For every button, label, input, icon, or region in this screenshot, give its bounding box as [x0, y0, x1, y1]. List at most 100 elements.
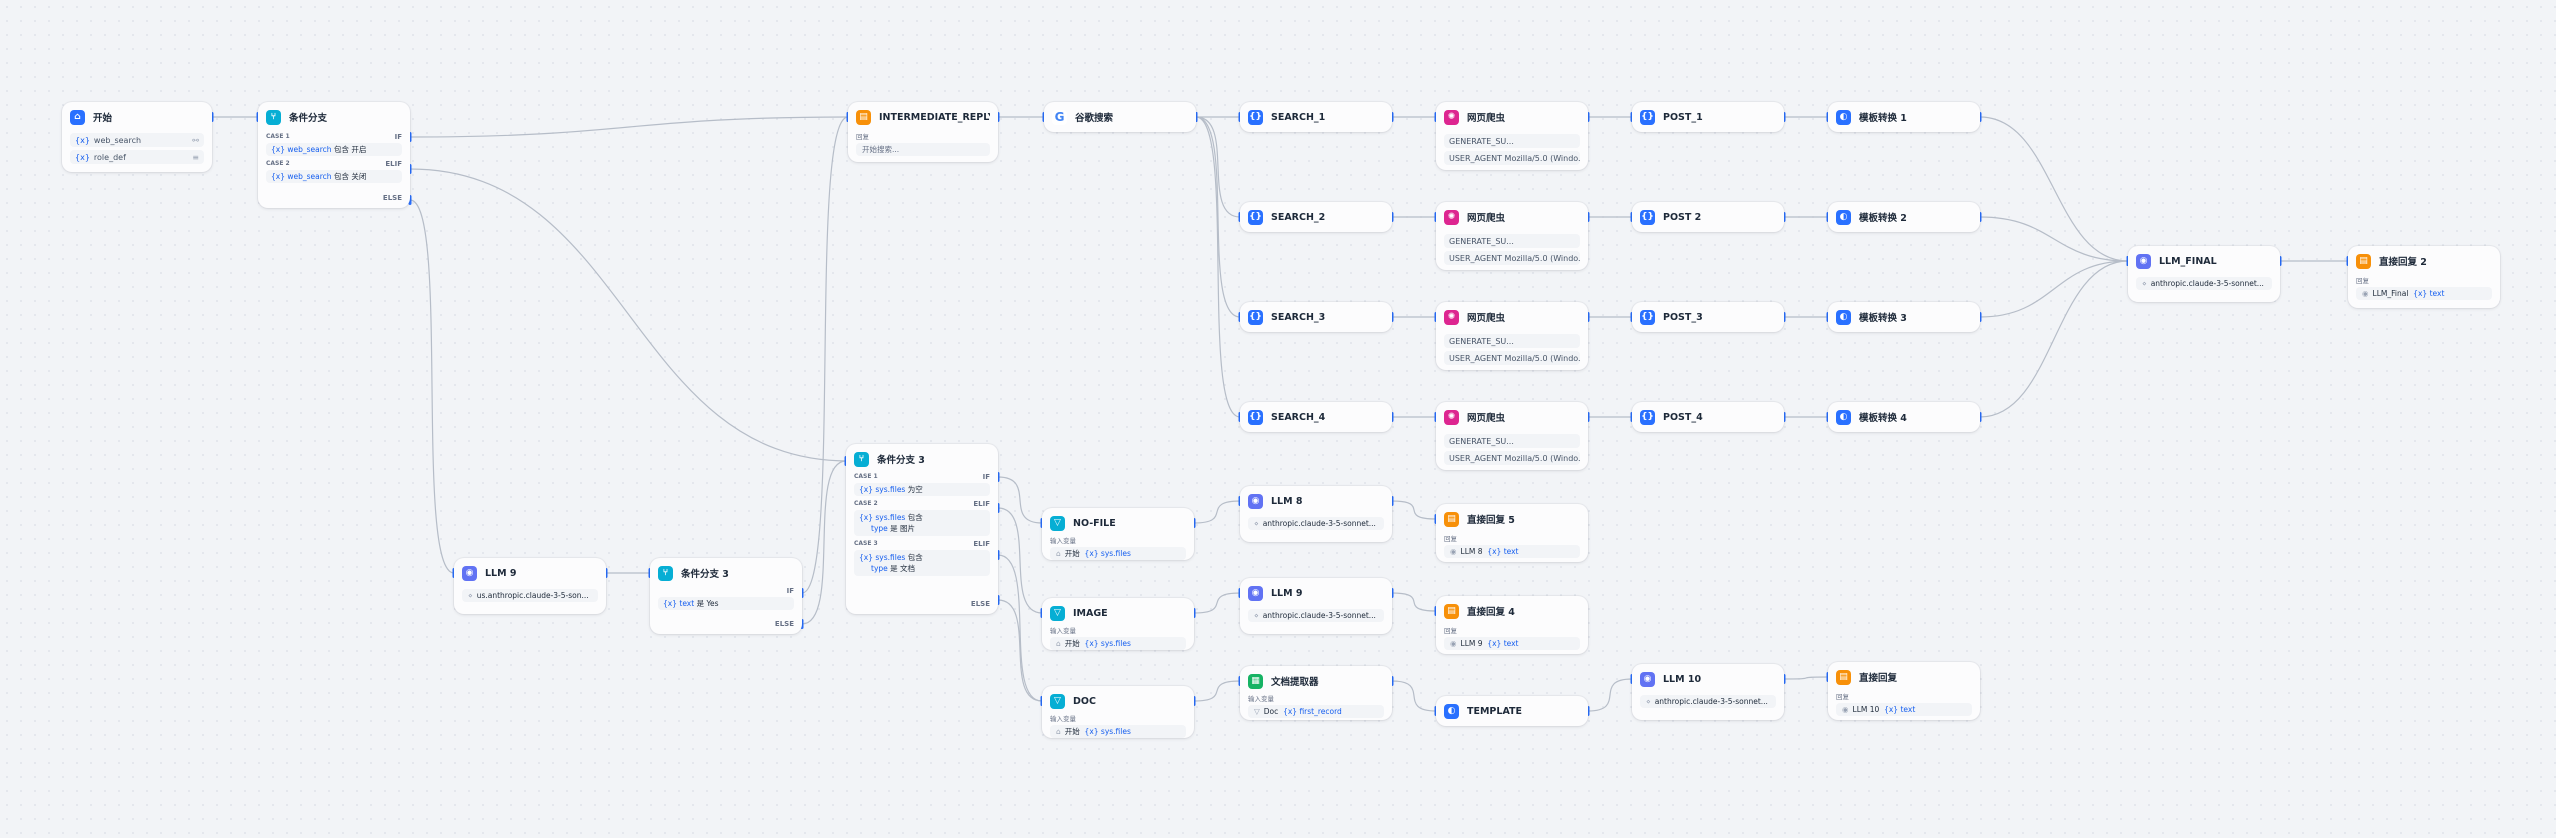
node-post-2[interactable]: {}POST 2: [1632, 202, 1784, 232]
code-icon: {}: [1640, 309, 1655, 325]
node-direct-reply-2[interactable]: ▤直接回复 2 回复 ◉LLM_Final {x} text: [2348, 246, 2500, 308]
home-icon: ⌂: [1056, 727, 1061, 736]
input-var: ⌂开始 {x} sys.files: [1050, 725, 1186, 738]
node-crawler-3[interactable]: ✺网页爬虫 GENERATE_SU... USER_AGENT Mozilla/…: [1436, 302, 1588, 370]
node-no-file[interactable]: ▽NO-FILE 输入变量 ⌂开始 {x} sys.files: [1042, 508, 1194, 560]
field-label: 回复: [856, 133, 869, 141]
condition: {x} sys.files 包含 type 是 文档: [854, 550, 990, 576]
filter-icon: ▽: [1050, 693, 1065, 709]
edge-25: [1979, 216, 2129, 262]
case-label: CASE 2: [266, 160, 290, 167]
llm-icon: ◉: [1842, 705, 1849, 714]
node-llm-9[interactable]: ◉LLM 9 ⋄us.anthropic.claude-3-5-son...: [454, 558, 606, 614]
node-search-2[interactable]: {} SEARCH_2: [1240, 202, 1392, 232]
model-row: ⋄anthropic.claude-3-5-sonnet...: [2136, 277, 2272, 290]
edge-9: [1195, 116, 1241, 218]
edge-2: [409, 168, 849, 462]
node-search-3[interactable]: {}SEARCH_3: [1240, 302, 1392, 332]
node-title: NO-FILE: [1073, 517, 1116, 529]
node-doc[interactable]: ▽DOC 输入变量 ⌂开始 {x} sys.files: [1042, 686, 1194, 738]
model-row: ⋄us.anthropic.claude-3-5-son...: [462, 589, 598, 602]
document-icon: ▦: [1248, 673, 1263, 689]
node-crawler-4[interactable]: ✺网页爬虫 GENERATE_SU... USER_AGENT Mozilla/…: [1436, 402, 1588, 470]
node-post-3[interactable]: {}POST_3: [1632, 302, 1784, 332]
node-start[interactable]: ⌂开始 {x}web_search⚯ {x}role_def≡: [62, 102, 212, 172]
case-tag: IF: [786, 587, 794, 595]
code-icon: {}: [1248, 309, 1263, 325]
field-label: 输入变量: [1050, 537, 1076, 545]
node-direct-reply-5[interactable]: ▤直接回复 5 回复 ◉LLM 8 {x} text: [1436, 504, 1588, 562]
reply-var: ◉LLM 8 {x} text: [1444, 545, 1580, 558]
home-icon: ⌂: [1056, 549, 1061, 558]
node-template-2[interactable]: ◐模板转换 2: [1828, 202, 1980, 232]
node-intermediate-reply[interactable]: ▤INTERMEDIATE_REPLY 回复 开始搜索...: [848, 102, 998, 162]
node-title: INTERMEDIATE_REPLY: [879, 111, 990, 123]
param-row: USER_AGENT Mozilla/5.0 (Windo...: [1444, 251, 1580, 265]
node-crawler-1[interactable]: ✺网页爬虫 GENERATE_SU... USER_AGENT Mozilla/…: [1436, 102, 1588, 170]
code-icon: {}: [1640, 209, 1655, 225]
reply-var: ◉LLM_Final {x} text: [2356, 287, 2492, 300]
spider-icon: ✺: [1444, 309, 1459, 325]
node-template-3[interactable]: ◐模板转换 3: [1828, 302, 1980, 332]
edge-11: [1195, 116, 1241, 418]
code-icon: {}: [1640, 409, 1655, 425]
node-direct-reply-4[interactable]: ▤直接回复 4 回复 ◉LLM 9 {x} text: [1436, 596, 1588, 654]
param-row: USER_AGENT Mozilla/5.0 (Windo...: [1444, 351, 1580, 365]
edge-10: [1195, 116, 1241, 318]
node-title: 直接回复: [1859, 673, 1898, 684]
reply-icon: ▤: [856, 109, 871, 125]
node-if-else-3a[interactable]: ⑂条件分支 3 IF {x} text 是 Yes ELSE: [650, 558, 802, 634]
node-llm-9b[interactable]: ◉LLM 9 ⋄anthropic.claude-3-5-sonnet...: [1240, 578, 1392, 634]
node-search-4[interactable]: {}SEARCH_4: [1240, 402, 1392, 432]
model-row: ⋄anthropic.claude-3-5-sonnet...: [1248, 517, 1384, 530]
node-search-1[interactable]: {}SEARCH_1: [1240, 102, 1392, 132]
edge-30: [997, 507, 1043, 614]
edge-24: [1979, 116, 2129, 262]
node-post-4[interactable]: {}POST_4: [1632, 402, 1784, 432]
param-row: USER_AGENT Mozilla/5.0 (Windo...: [1444, 451, 1580, 465]
node-title: 模板转换 2: [1859, 213, 1907, 224]
text-icon: ≡: [192, 152, 199, 162]
else-label: ELSE: [774, 620, 794, 628]
node-llm-8[interactable]: ◉LLM 8 ⋄anthropic.claude-3-5-sonnet...: [1240, 486, 1392, 542]
link-icon: ⚯: [192, 135, 199, 145]
case-label: CASE 2: [854, 500, 878, 507]
node-llm-10[interactable]: ◉LLM 10 ⋄anthropic.claude-3-5-sonnet...: [1632, 664, 1784, 720]
node-image[interactable]: ▽IMAGE 输入变量 ⌂开始 {x} sys.files: [1042, 598, 1194, 650]
node-title: SEARCH_2: [1271, 211, 1326, 223]
llm-icon: ◉: [1640, 671, 1655, 687]
reply-icon: ▤: [1836, 669, 1851, 685]
field-label: 输入变量: [1248, 695, 1274, 703]
param-row: GENERATE_SU...: [1444, 434, 1580, 448]
edge-5: [801, 460, 847, 625]
node-template[interactable]: ◐TEMPLATE: [1436, 696, 1588, 726]
llm-icon: ◉: [1450, 547, 1457, 556]
node-title: TEMPLATE: [1467, 705, 1523, 717]
code-icon: {}: [1248, 209, 1263, 225]
node-template-1[interactable]: ◐模板转换 1: [1828, 102, 1980, 132]
node-template-4[interactable]: ◐模板转换 4: [1828, 402, 1980, 432]
node-title: POST_1: [1663, 111, 1703, 123]
edge-34: [1193, 592, 1241, 614]
home-icon: ⌂: [1056, 639, 1061, 648]
llm-icon: ◉: [1248, 585, 1263, 601]
node-llm-final[interactable]: ◉LLM_FINAL ⋄anthropic.claude-3-5-sonnet.…: [2128, 246, 2280, 302]
param-row: GENERATE_SU...: [1444, 134, 1580, 148]
model-icon: ⋄: [2142, 279, 2147, 288]
node-title: 模板转换 3: [1859, 313, 1907, 324]
node-title: SEARCH_1: [1271, 111, 1326, 123]
edge-27: [1979, 260, 2129, 418]
node-doc-extractor[interactable]: ▦文档提取器 输入变量 ▽Doc {x} first_record: [1240, 666, 1392, 720]
code-icon: {}: [1248, 409, 1263, 425]
node-direct-reply[interactable]: ▤直接回复 回复 ◉LLM 10 {x} text: [1828, 662, 1980, 720]
case-tag: IF: [394, 133, 402, 141]
condition: {x} sys.files 为空: [854, 483, 990, 496]
node-crawler-2[interactable]: ✺网页爬虫 GENERATE_SU... USER_AGENT Mozilla/…: [1436, 202, 1588, 270]
edge-31: [997, 554, 1043, 702]
filter-icon: ▽: [1050, 605, 1065, 621]
param-row: GENERATE_SU...: [1444, 334, 1580, 348]
node-post-1[interactable]: {}POST_1: [1632, 102, 1784, 132]
